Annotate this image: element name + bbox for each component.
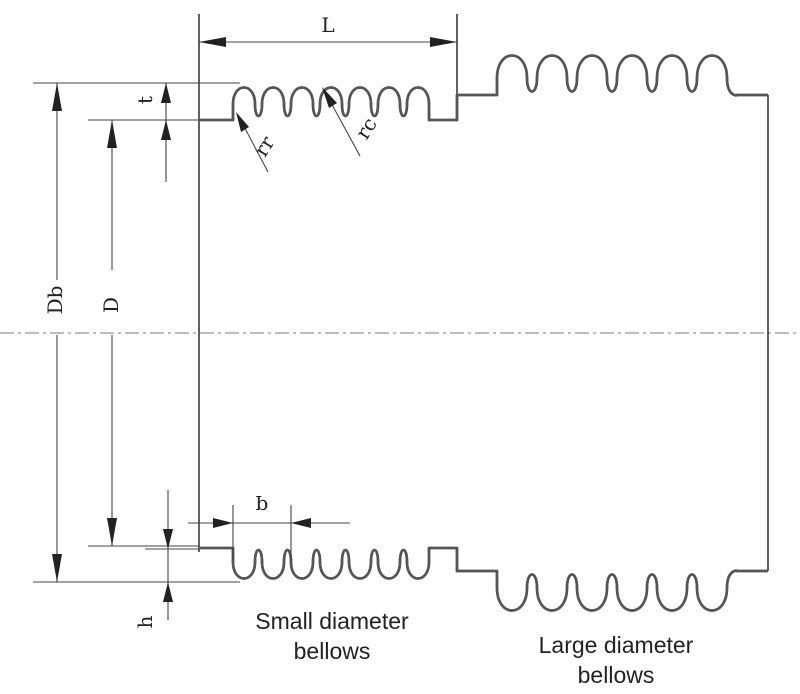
label-q: q — [255, 495, 268, 519]
dimension-l: L — [199, 13, 457, 47]
label-d: D — [99, 297, 123, 313]
dimension-h: h — [133, 490, 173, 628]
caption-large-line2: bellows — [577, 662, 655, 688]
caption-large-line1: Large diameter — [538, 632, 694, 658]
label-rr: rr — [249, 131, 280, 160]
dimension-q: q — [188, 495, 350, 560]
dimension-t: t — [133, 83, 171, 182]
caption-small-line1: Small diameter — [255, 608, 409, 634]
label-t: t — [133, 96, 157, 104]
caption-large-bellows: Large diameter bellows — [496, 630, 736, 690]
bottom-bellows-profile — [197, 546, 770, 612]
caption-small-bellows: Small diameter bellows — [212, 606, 452, 666]
leader-rc: rc — [322, 87, 382, 157]
label-h: h — [133, 615, 157, 628]
dimension-db: Db — [43, 83, 67, 582]
label-rc: rc — [350, 113, 381, 143]
label-db: Db — [43, 286, 67, 315]
label-l: L — [321, 13, 334, 37]
top-bellows-profile — [197, 54, 770, 122]
caption-small-line2: bellows — [293, 638, 371, 664]
dimension-d: D — [99, 120, 123, 546]
leader-rr: rr — [236, 112, 280, 173]
